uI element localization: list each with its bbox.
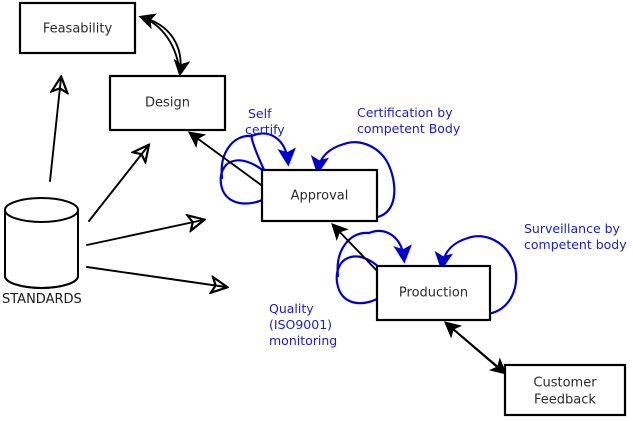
annotation-self-certify-line2: certify: [245, 122, 285, 137]
node-feasability-label: Feasability: [43, 22, 113, 37]
node-approval[interactable]: Approval: [260, 168, 379, 223]
edge-feasability-to-design: [140, 16, 191, 77]
standards-cylinder-bottom: [4, 275, 79, 289]
node-design-label: Design: [145, 96, 190, 111]
annotation-certification-by-competent-body: Certification by competent Body: [357, 105, 461, 136]
standards-label: STANDARDS: [2, 292, 82, 307]
annotation-quality-line2: (ISO9001): [269, 317, 332, 332]
node-approval-box[interactable]: [260, 168, 379, 223]
node-customer-feedback-label-line1: Customer: [533, 376, 597, 391]
node-production-box[interactable]: [375, 264, 492, 322]
self-loop-production-left: [335, 230, 412, 305]
standards-cylinder-top[interactable]: [4, 197, 79, 223]
edge-standards-to-approval: [86, 220, 203, 246]
annotation-self-certify-line1: Self: [248, 106, 272, 121]
node-production-label: Production: [399, 286, 468, 301]
annotation-quality-line3: monitoring: [269, 333, 337, 348]
node-customer-feedback-box[interactable]: [503, 363, 627, 417]
annotation-quality-line1: Quality: [269, 301, 314, 316]
node-feasability[interactable]: Feasability: [18, 1, 137, 55]
node-standards-datastore[interactable]: STANDARDS: [2, 197, 82, 307]
edge-standards-to-production: [86, 266, 226, 287]
edge-standards-to-feasability: [49, 78, 61, 182]
annotation-certification-line2: competent Body: [357, 121, 461, 136]
self-loop-production-right: [434, 235, 518, 316]
annotation-self-certify: Self certify: [245, 106, 285, 137]
annotation-surveillance-by-competent-body: Surveillance by competent body: [524, 221, 627, 252]
node-production[interactable]: Production: [375, 264, 492, 322]
annotation-surveillance-line1: Surveillance by: [524, 221, 621, 236]
edge-production-to-customer-feedback: [445, 322, 508, 375]
annotation-surveillance-line2: competent body: [524, 237, 627, 252]
node-feasability-box[interactable]: [18, 1, 137, 55]
annotation-quality-iso9001-monitoring: Quality (ISO9001) monitoring: [269, 301, 337, 348]
node-customer-feedback-label-line2: Feedback: [534, 393, 596, 408]
node-design-box[interactable]: [108, 74, 227, 132]
node-design[interactable]: Design: [108, 74, 227, 132]
node-approval-label: Approval: [291, 189, 349, 204]
edge-production-to-approval: [331, 223, 384, 278]
edge-approval-to-design: [187, 131, 269, 191]
self-loop-approval-right: [310, 141, 396, 220]
node-customer-feedback[interactable]: Customer Feedback: [503, 363, 627, 417]
self-loop-approval-left: [219, 132, 296, 205]
edge-standards-to-design: [88, 146, 148, 222]
annotation-certification-line1: Certification by: [357, 105, 453, 120]
